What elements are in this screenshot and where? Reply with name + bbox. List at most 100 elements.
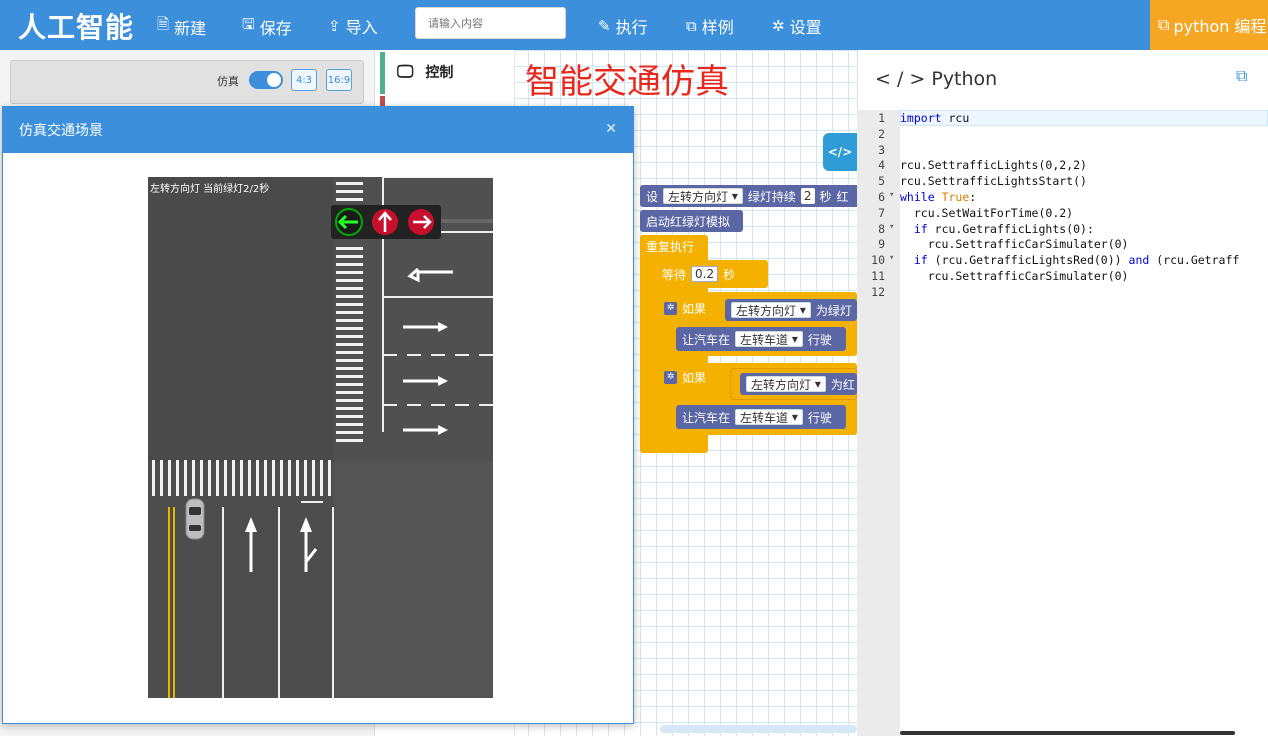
- save-label: 保存: [259, 18, 292, 38]
- code-horizontal-scrollbar[interactable]: [900, 731, 1235, 735]
- start-sim-block[interactable]: 启动红绿灯模拟: [640, 210, 743, 232]
- start-sim-label: 启动红绿灯模拟: [646, 214, 731, 229]
- code-line[interactable]: 6▾while True:: [857, 190, 976, 206]
- code-line[interactable]: 9 rcu.SettrafficCarSimulater(0): [857, 237, 1128, 253]
- examples-label: 样例: [701, 18, 734, 37]
- if-2-condition[interactable]: 左转方向灯 ▾ 为红: [740, 373, 857, 395]
- if-1-light-value: 左转方向灯: [736, 303, 797, 318]
- run-label: 执行: [615, 18, 648, 37]
- set-green-label: 绿灯持续: [747, 189, 796, 204]
- toggle-knob: [267, 73, 281, 87]
- new-button[interactable]: 🗎新建: [157, 14, 206, 39]
- save-button[interactable]: 🖫保存: [242, 14, 292, 39]
- fold-marker: [889, 174, 900, 190]
- line-number: 4: [878, 158, 885, 173]
- line-number: 5: [878, 174, 885, 189]
- line-number: 12: [871, 284, 885, 299]
- category-control-label: 控制: [425, 65, 454, 81]
- if-1-light-dropdown[interactable]: 左转方向灯 ▾: [731, 302, 811, 318]
- line-number: 10: [871, 253, 885, 268]
- line-number: 8: [878, 221, 885, 236]
- upload-icon: ⇪: [328, 17, 341, 35]
- traffic-scene: 左转方向灯 当前绿灯2/2秒: [148, 177, 493, 698]
- new-label: 新建: [174, 18, 207, 38]
- code-panel-toggle[interactable]: </>: [823, 133, 857, 171]
- code-line[interactable]: 12: [857, 285, 900, 301]
- line-number: 3: [878, 142, 885, 157]
- code-text: while True:: [900, 190, 977, 204]
- set-light-dropdown[interactable]: 左转方向灯 ▾: [663, 188, 743, 204]
- dialog-title: 仿真交通场景: [19, 123, 103, 139]
- car-2-label: 让汽车在: [682, 410, 731, 425]
- wait-unit: 秒: [723, 267, 736, 282]
- line-number: 6: [878, 190, 885, 204]
- settings-button[interactable]: ✲设置: [772, 14, 822, 38]
- dialog-header: 仿真交通场景 ✕: [3, 107, 633, 153]
- code-panel-title: < / > Python: [875, 68, 998, 90]
- gear-icon[interactable]: ✲: [664, 370, 677, 384]
- fold-marker: ▾: [889, 253, 895, 264]
- ratio-16-9-button[interactable]: 16:9: [326, 69, 352, 91]
- fold-marker: [889, 127, 900, 143]
- workspace-horizontal-scrollbar[interactable]: [660, 725, 857, 733]
- gear-icon[interactable]: ✲: [664, 301, 677, 315]
- if-1-label: 如果: [682, 301, 707, 316]
- close-icon[interactable]: ✕: [605, 121, 617, 137]
- set-red-label: 红: [836, 189, 849, 204]
- wait-time-field[interactable]: 0.2: [691, 266, 719, 282]
- gear-icon: ✲: [772, 17, 785, 35]
- line-number: 2: [878, 126, 885, 141]
- car-1-drive: 行驶: [807, 332, 832, 347]
- run-button[interactable]: ✎执行: [598, 14, 648, 38]
- examples-button[interactable]: ⧉样例: [686, 14, 734, 38]
- car-1-lane-value: 左转车道: [740, 332, 789, 347]
- line-number: 11: [871, 269, 885, 283]
- python-mode-button[interactable]: ⧉python 编程: [1150, 0, 1268, 50]
- code-line[interactable]: 2: [857, 127, 900, 143]
- plug-icon: ✎: [598, 17, 611, 35]
- code-line[interactable]: 11 rcu.SettrafficCarSimulater(0): [857, 269, 1128, 285]
- car-block-1[interactable]: 让汽车在 左转车道 ▾ 行驶: [676, 327, 846, 351]
- repeat-header: 重复执行: [640, 235, 708, 257]
- if-2-label: 如果: [682, 370, 707, 385]
- car-2-lane-value: 左转车道: [740, 410, 789, 425]
- line-number: 7: [878, 205, 885, 220]
- fold-marker: [889, 269, 900, 285]
- if-2-header: ✲ 如果: [658, 366, 713, 388]
- green-duration-field[interactable]: 2: [800, 188, 815, 204]
- if-2-light-dropdown[interactable]: 左转方向灯 ▾: [746, 376, 826, 392]
- code-line[interactable]: 3: [857, 143, 900, 159]
- car-1-lane-dropdown[interactable]: 左转车道 ▾: [735, 331, 803, 347]
- code-panel: [857, 50, 1268, 736]
- code-text: rcu.SettrafficCarSimulater(0): [900, 237, 1129, 252]
- python-label: python 编程: [1173, 17, 1267, 36]
- code-line[interactable]: 8▾ if rcu.GetrafficLights(0):: [857, 222, 1094, 238]
- workspace-title: 智能交通仿真: [525, 62, 729, 102]
- wait-block[interactable]: 等待 0.2 秒: [656, 260, 768, 288]
- fold-marker: [889, 111, 900, 127]
- copy-icon[interactable]: ⧉: [1236, 66, 1248, 85]
- search-input[interactable]: [415, 7, 566, 39]
- python-icon: ⧉: [1158, 15, 1170, 34]
- fold-marker: [889, 158, 900, 174]
- if-1-cond: 为绿灯: [815, 303, 852, 318]
- code-text: import rcu: [900, 111, 970, 125]
- category-control[interactable]: 🖵 控制: [397, 62, 453, 82]
- code-line[interactable]: 7 rcu.SetWaitForTime(0.2): [857, 206, 1073, 222]
- fold-marker: ▾: [889, 221, 895, 232]
- if-1-condition[interactable]: 左转方向灯 ▾ 为绿灯: [725, 299, 857, 321]
- code-text: rcu.SettrafficCarSimulater(0): [900, 269, 1129, 283]
- ratio-4-3-button[interactable]: 4:3: [291, 69, 317, 91]
- simulation-toggle[interactable]: [249, 71, 283, 89]
- car-block-2[interactable]: 让汽车在 左转车道 ▾ 行驶: [676, 405, 846, 429]
- car-2-drive: 行驶: [807, 410, 832, 425]
- import-button[interactable]: ⇪导入: [328, 14, 378, 38]
- code-line[interactable]: 10▾ if (rcu.GetrafficLightsRed(0)) and (…: [857, 253, 1239, 269]
- set-light-block[interactable]: 设 左转方向灯 ▾ 绿灯持续 2 秒 红: [640, 185, 857, 207]
- settings-label: 设置: [789, 18, 822, 37]
- top-toolbar: 人工智能 🗎新建 🖫保存 ⇪导入 ✎执行 ⧉样例 ✲设置 ⧉python 编程: [0, 0, 1268, 50]
- car-2-lane-dropdown[interactable]: 左转车道 ▾: [735, 409, 803, 425]
